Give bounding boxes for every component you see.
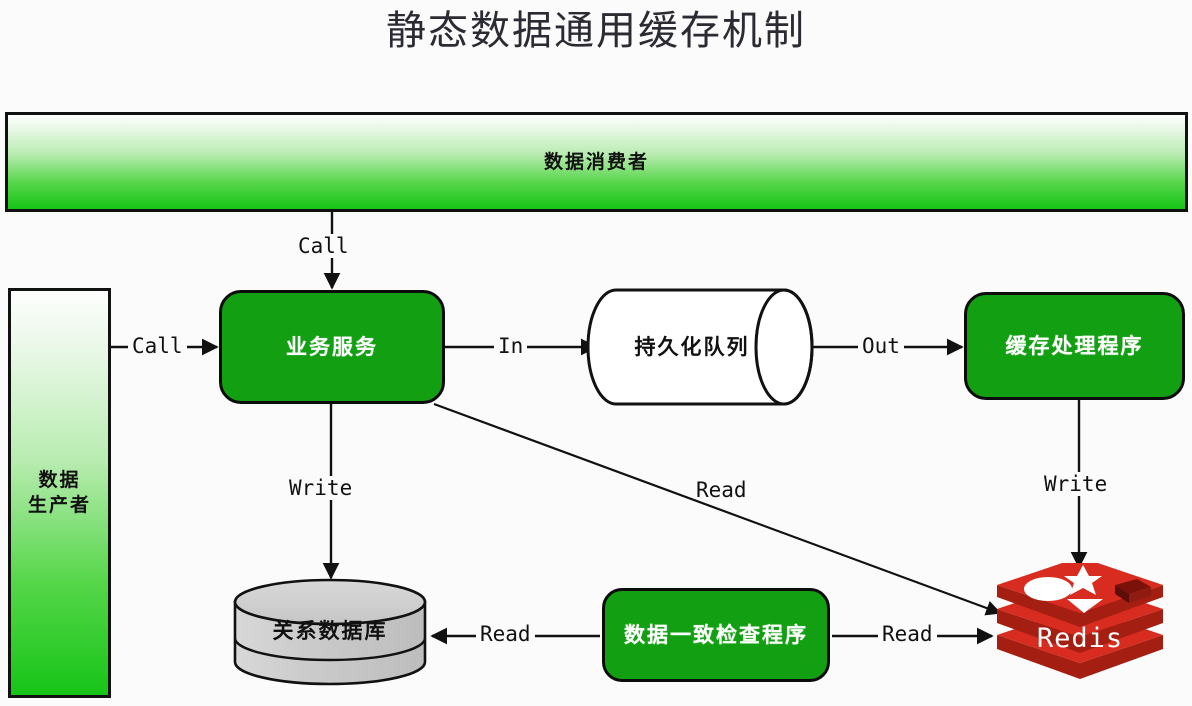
edge-label-cache-handler-to-redis: Write — [1040, 472, 1112, 496]
node-data-consumer[interactable]: 数据消费者 — [5, 112, 1188, 212]
node-relational-db-label: 关系数据库 — [272, 618, 388, 643]
edge-label-service-to-queue: In — [494, 334, 528, 358]
edge-label-service-to-redis: Read — [696, 478, 747, 502]
edge-label-consumer-to-service: Call — [294, 234, 353, 258]
page-title: 静态数据通用缓存机制 — [386, 8, 806, 54]
node-data-consumer-label: 数据消费者 — [543, 150, 649, 173]
redis-logo-icon — [997, 557, 1163, 679]
node-persistent-queue-label: 持久化队列 — [634, 335, 750, 359]
node-business-service[interactable]: 业务服务 — [219, 290, 445, 404]
relational-db-shape — [233, 578, 427, 686]
node-redis-label: Redis — [1036, 623, 1124, 654]
edge-label-service-to-db: Write — [285, 476, 357, 500]
node-redis[interactable]: Redis — [991, 557, 1169, 685]
edge-label-checker-to-redis: Read — [878, 622, 937, 646]
node-data-producer-label: 数据 生产者 — [27, 469, 91, 516]
edge-label-queue-to-cache-handler: Out — [858, 334, 904, 358]
node-persistent-queue[interactable]: 持久化队列 — [586, 288, 814, 406]
node-business-service-label: 业务服务 — [286, 335, 378, 359]
edge-label-producer-to-service: Call — [128, 334, 187, 358]
node-consistency-checker[interactable]: 数据一致检查程序 — [602, 588, 830, 682]
node-data-producer[interactable]: 数据 生产者 — [8, 288, 111, 698]
node-cache-handler-label: 缓存处理程序 — [1005, 334, 1144, 358]
node-relational-db[interactable]: 关系数据库 — [232, 578, 428, 686]
node-cache-handler[interactable]: 缓存处理程序 — [964, 292, 1185, 400]
persistent-queue-shape — [586, 288, 814, 406]
edge-service-to-redis — [433, 402, 1002, 616]
edge-label-checker-to-db: Read — [476, 622, 535, 646]
node-consistency-checker-label: 数据一致检查程序 — [624, 623, 808, 647]
